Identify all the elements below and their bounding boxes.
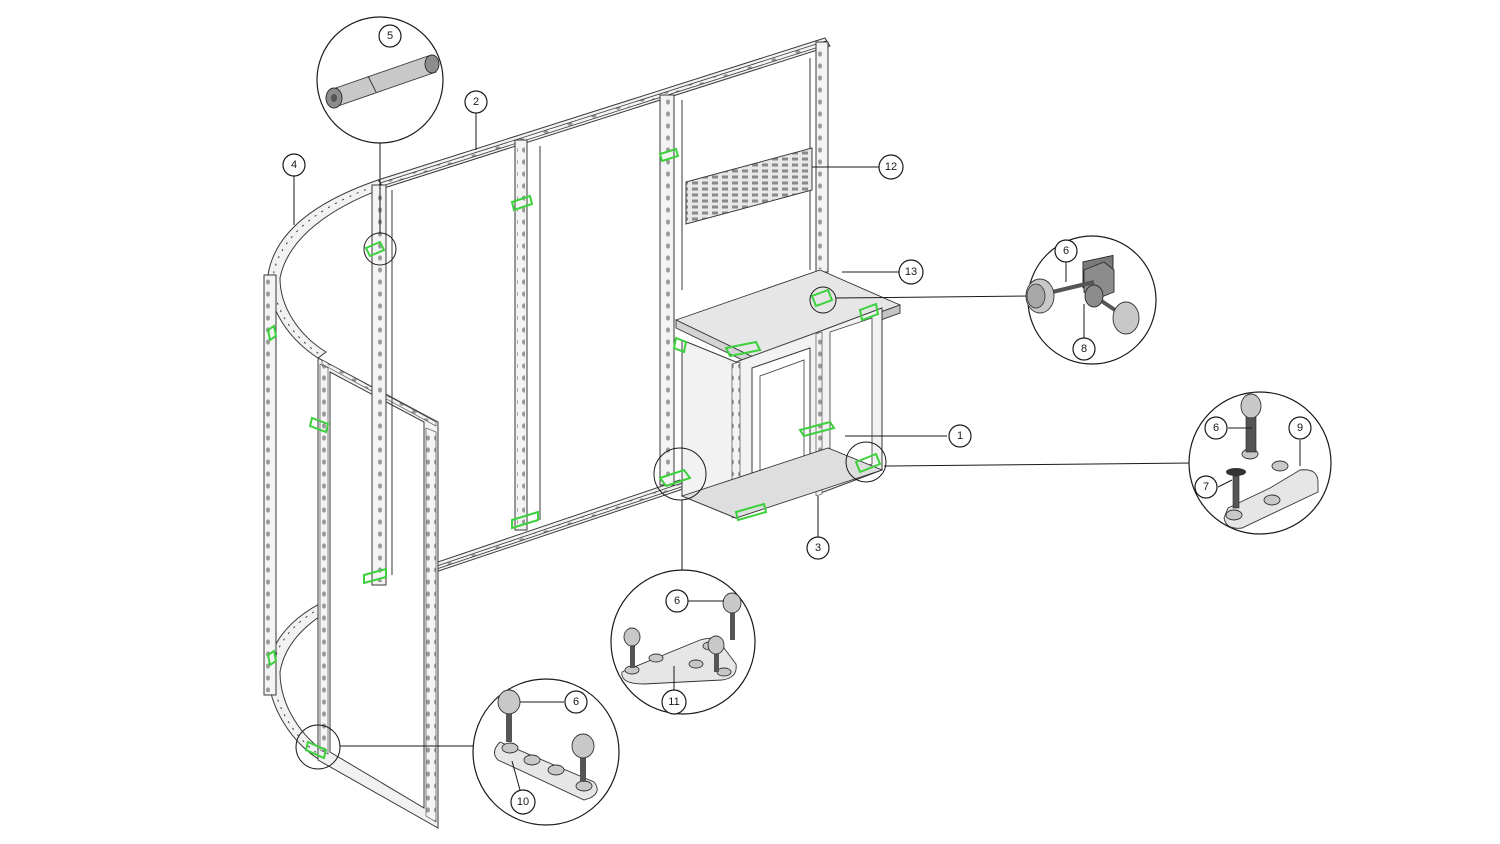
callout-6-right: 6 xyxy=(1204,416,1228,440)
frame-assembly xyxy=(263,37,902,829)
detail-6-8 xyxy=(1025,235,1157,365)
callout-6-upper: 6 xyxy=(1054,239,1078,263)
callout-6-middle: 6 xyxy=(665,589,689,613)
bracket-plate-10 xyxy=(494,689,598,801)
callout-11: 11 xyxy=(661,689,687,715)
bracket-plate-11 xyxy=(621,592,742,685)
vertical-post-2 xyxy=(514,139,528,531)
svg-text:6: 6 xyxy=(573,696,579,708)
curved-top-rail xyxy=(267,179,385,359)
svg-text:12: 12 xyxy=(885,161,897,173)
callout-6-lower: 6 xyxy=(564,690,588,714)
hinge-pin-part xyxy=(325,54,440,109)
knob-assembly xyxy=(1025,254,1140,335)
svg-text:3: 3 xyxy=(815,542,821,554)
callout-13: 13 xyxy=(898,259,924,285)
svg-text:2: 2 xyxy=(473,96,479,108)
bracket-plate-9 xyxy=(1223,393,1319,529)
connectors xyxy=(266,147,882,760)
cabinet xyxy=(674,269,902,519)
callout-5: 5 xyxy=(378,24,402,48)
svg-text:8: 8 xyxy=(1081,343,1087,355)
slotted-rail xyxy=(685,147,813,225)
callout-3: 3 xyxy=(806,536,830,560)
vertical-post-4 xyxy=(815,41,829,273)
left-post xyxy=(263,274,277,696)
vertical-post-1 xyxy=(371,184,387,586)
svg-text:1: 1 xyxy=(957,430,963,442)
svg-text:7: 7 xyxy=(1203,481,1209,493)
callout-10: 10 xyxy=(510,789,536,815)
callout-4: 4 xyxy=(282,153,306,177)
svg-text:6: 6 xyxy=(1063,245,1069,257)
callout-12: 12 xyxy=(878,154,904,180)
svg-text:11: 11 xyxy=(668,696,679,708)
detail-11 xyxy=(610,569,756,715)
svg-text:6: 6 xyxy=(674,595,680,607)
svg-text:4: 4 xyxy=(291,159,297,171)
callout-7: 7 xyxy=(1194,475,1218,499)
callout-1: 1 xyxy=(948,424,972,448)
svg-text:6: 6 xyxy=(1213,422,1219,434)
svg-text:9: 9 xyxy=(1297,422,1303,434)
detail-5 xyxy=(316,16,444,144)
svg-text:5: 5 xyxy=(387,30,393,42)
callout-8: 8 xyxy=(1072,337,1096,361)
detail-10 xyxy=(472,678,620,826)
callout-2: 2 xyxy=(464,90,488,114)
svg-text:10: 10 xyxy=(517,796,529,808)
callout-9: 9 xyxy=(1288,416,1312,440)
detail-9 xyxy=(1188,391,1332,535)
svg-text:13: 13 xyxy=(905,266,917,278)
front-panel-frame xyxy=(317,357,439,829)
